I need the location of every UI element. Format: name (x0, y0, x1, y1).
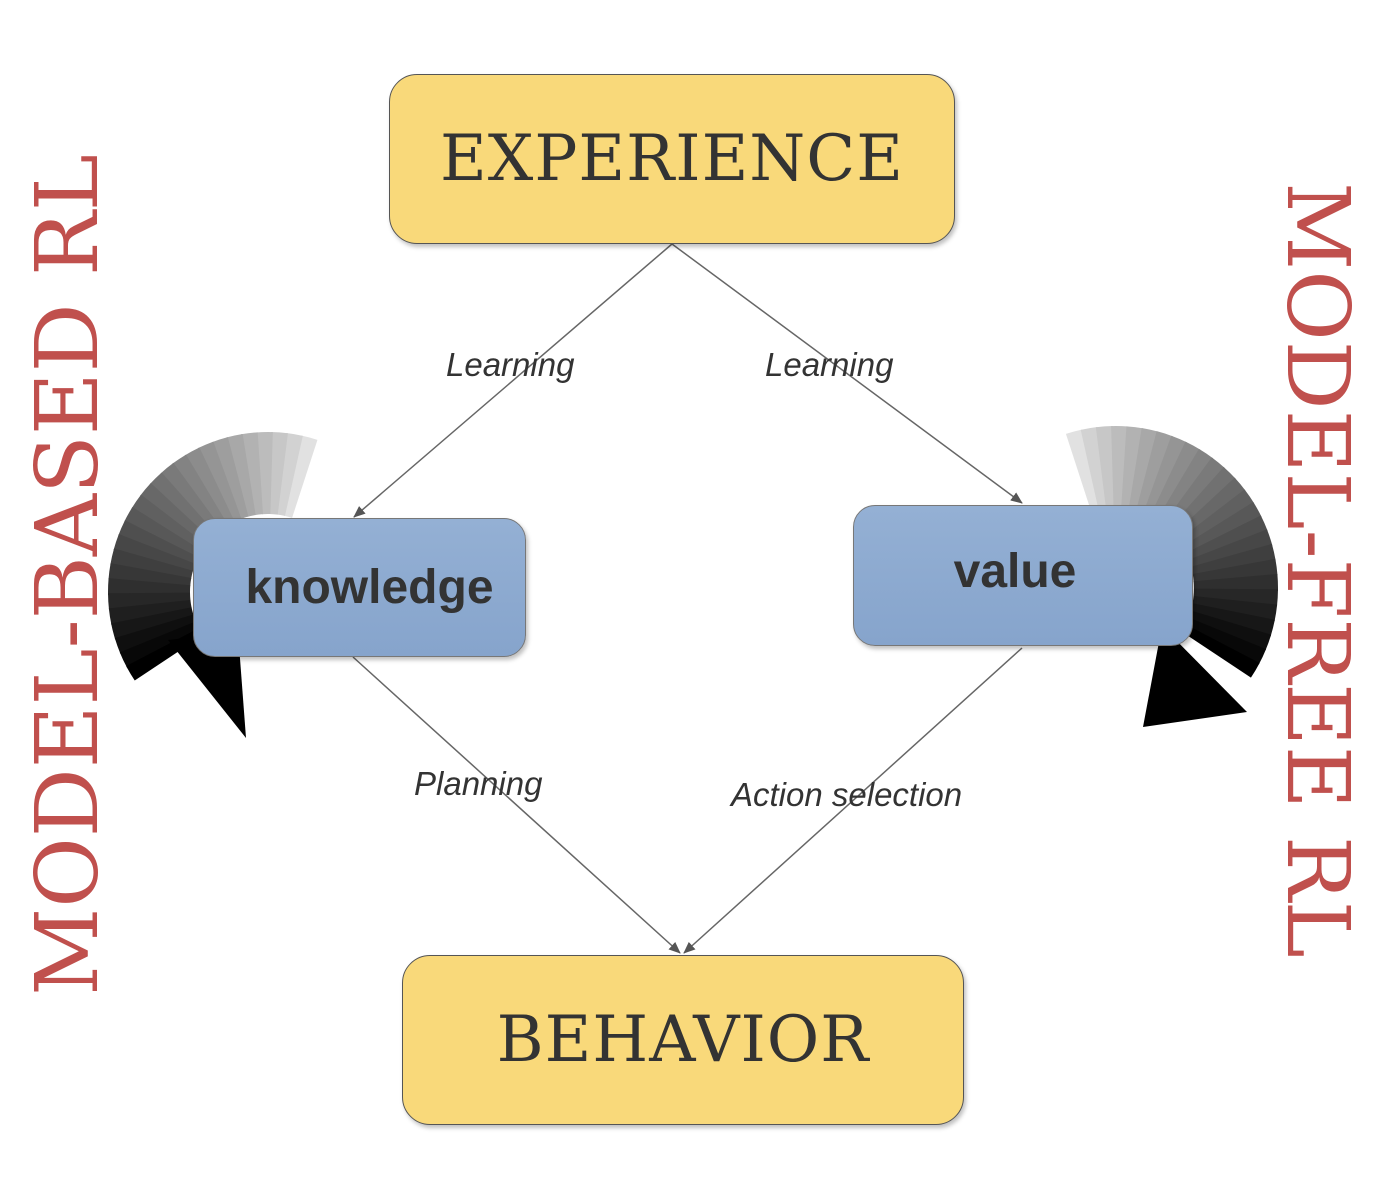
cycle-arrow-segment (1177, 489, 1255, 548)
experience-label: EXPERIENCE (440, 122, 904, 196)
cycle-arrow-segment (240, 432, 263, 516)
edge-label-planning: Planning (414, 765, 543, 802)
cycle-arrow-head (168, 632, 246, 738)
cycle-arrow-segment (119, 621, 200, 668)
cycle-arrow-segment (1121, 426, 1144, 512)
cycle-arrow-segment (1065, 429, 1100, 514)
cycle-arrow-segment (1187, 610, 1272, 651)
cycle-arrow-segment (1185, 515, 1268, 561)
cycle-arrow-segment (131, 494, 207, 552)
left-cycle-arrow (108, 432, 318, 738)
cycle-arrow-segment (114, 614, 197, 654)
edge-label-learning-left: Learning (446, 346, 575, 383)
edge-label-learning-right: Learning (765, 346, 894, 383)
cycle-arrow-segment (160, 462, 222, 535)
side-title-model-free: MODEL-FREE RL (1267, 182, 1367, 958)
cycle-arrow-segment (1188, 529, 1273, 568)
cycle-arrow-segment (118, 520, 199, 565)
edge-label-action-selection: Action selection (731, 776, 963, 813)
cycle-arrow-segment (1192, 595, 1278, 622)
cycle-arrow-segment (256, 432, 273, 515)
side-title-model-based: MODEL-BASED RL (18, 154, 118, 996)
cycle-arrow-segment (1095, 426, 1115, 511)
edge-knowledge-behavior (352, 656, 681, 954)
edge-value-behavior (683, 647, 1023, 954)
cycle-arrow-head (1143, 626, 1247, 727)
cycle-arrow-segment (1128, 428, 1159, 513)
edge-experience-knowledge (353, 243, 673, 518)
cycle-arrow-segment (1193, 573, 1278, 592)
cycle-arrow-segment (108, 592, 191, 611)
cycle-arrow-segment (184, 447, 235, 526)
value-label: value (953, 545, 1077, 598)
knowledge-node: knowledge (193, 518, 526, 657)
behavior-node: BEHAVIOR (402, 955, 964, 1125)
cycle-arrow-segment (1184, 617, 1267, 665)
cycle-arrow-segment (1182, 501, 1262, 554)
cycle-arrow-segment (1142, 435, 1187, 518)
cycle-arrow-segment (108, 578, 191, 595)
cycle-arrow-segment (226, 434, 256, 517)
cycle-arrow-segment (269, 432, 288, 515)
cycle-arrow-segment (276, 433, 303, 516)
cycle-arrow-segment (1190, 603, 1275, 637)
knowledge-label: knowledge (245, 561, 494, 614)
value-node: value (853, 505, 1193, 646)
cycle-arrow-segment (172, 454, 229, 530)
cycle-arrow-segment (1193, 588, 1278, 607)
cycle-arrow-segment (1080, 427, 1108, 512)
cycle-arrow-segment (111, 607, 194, 640)
cycle-arrow-segment (284, 435, 318, 518)
cycle-arrow-segment (113, 534, 196, 572)
cycle-arrow-segment (211, 437, 249, 519)
cycle-arrow-segment (110, 548, 193, 579)
behavior-label: BEHAVIOR (496, 1003, 870, 1077)
cycle-arrow-segment (124, 507, 202, 558)
cycle-arrow-segment (1111, 426, 1129, 511)
cycle-arrow-segment (1135, 431, 1173, 515)
cycle-arrow-segment (108, 599, 192, 626)
experience-node: EXPERIENCE (389, 74, 955, 244)
cycle-arrow-segment (1149, 441, 1201, 522)
cycle-arrow-segment (1180, 624, 1260, 678)
edges (352, 243, 1023, 954)
cycle-arrow-segment (140, 483, 211, 546)
cycle-arrow-segment (1191, 543, 1276, 575)
edge-experience-value (671, 243, 1023, 504)
right-cycle-arrow (1065, 426, 1278, 727)
cycle-arrow-segment (197, 441, 242, 522)
